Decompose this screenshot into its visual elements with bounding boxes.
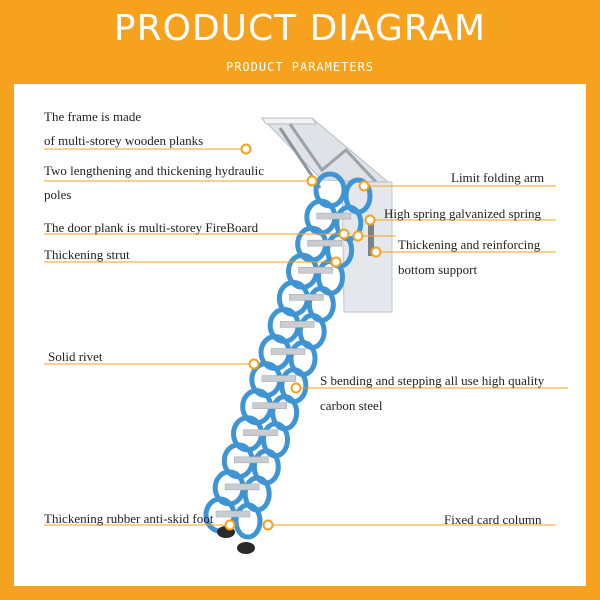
callout-marker (370, 246, 382, 258)
ladder-step (279, 321, 315, 328)
ladder-step (252, 402, 287, 409)
label-spring: High spring galvanized spring (384, 206, 542, 221)
label-strut: Thickening strut (44, 247, 130, 262)
ladder-step (316, 212, 352, 220)
ladder-step (234, 456, 269, 464)
hatch-lid-top (261, 117, 317, 125)
ladder-step (298, 266, 333, 274)
ladder-step (243, 429, 278, 437)
callout-marker (240, 143, 252, 155)
callout-marker (262, 519, 274, 531)
label-support-line2: bottom support (398, 262, 478, 277)
ladder-step (215, 510, 251, 518)
ladder-step (261, 375, 297, 382)
label-support-line1: Thickening and reinforcing (398, 237, 541, 252)
callout-marker (338, 228, 350, 240)
label-hydraulic-line1: Two lengthening and thickening hydraulic (44, 163, 265, 178)
label-frame-line2: of multi-storey wooden planks (44, 133, 204, 148)
leader-lines (44, 143, 568, 531)
label-steel-line1: S bending and stepping all use high qual… (320, 373, 545, 388)
callout-marker (330, 256, 342, 268)
label-frame-line1: The frame is made (44, 109, 142, 124)
scissor-loop (233, 502, 263, 540)
callout-marker (358, 180, 370, 192)
ladder (203, 171, 373, 540)
label-hydraulic-line2: poles (44, 187, 72, 202)
callout-marker (364, 214, 376, 226)
label-antiskid: Thickening rubber anti-skid foot (44, 511, 214, 526)
ladder-step (307, 239, 342, 247)
label-rivet: Solid rivet (48, 349, 103, 364)
ladder-step (270, 348, 306, 355)
callout-marker (224, 519, 236, 531)
callout-marker (248, 358, 260, 370)
page-title: PRODUCT DIAGRAM (113, 8, 487, 49)
ladder-step (224, 483, 260, 491)
label-card-column: Fixed card column (444, 512, 542, 527)
page-subtitle: PRODUCT PARAMETERS (225, 60, 375, 74)
limit-arm (288, 123, 378, 184)
callout-marker (306, 175, 318, 187)
rubber-foot-right (237, 542, 255, 554)
label-limit-arm: Limit folding arm (451, 170, 545, 185)
label-door-plank: The door plank is multi-storey FireBoard (44, 220, 259, 235)
ladder-step (289, 294, 324, 301)
callout-marker (290, 382, 302, 394)
callout-marker (352, 230, 364, 242)
label-steel-line2: carbon steel (320, 398, 383, 413)
